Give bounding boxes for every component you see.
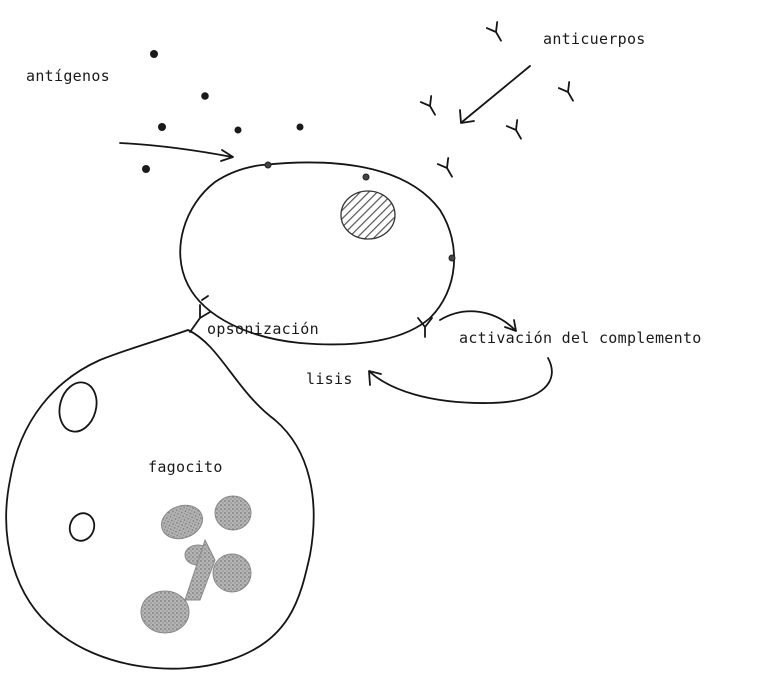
phagocyte-nucleus xyxy=(141,496,251,633)
label-lysis: lisis xyxy=(306,370,353,388)
label-opsonization: opsonización xyxy=(207,320,319,338)
antibody-icon xyxy=(559,82,578,104)
antigen-dot xyxy=(150,50,158,58)
antibody-icon xyxy=(507,120,526,142)
label-antibodies: anticuerpos xyxy=(543,30,646,48)
bound-antibody-icon xyxy=(418,318,432,337)
antibody-arrow-icon xyxy=(460,66,530,123)
label-phagocyte: fagocito xyxy=(148,458,223,476)
label-antigens: antígenos xyxy=(26,67,110,85)
phagocyte-vacuole-large xyxy=(54,378,102,436)
antigen-dot xyxy=(158,123,166,131)
antibody-icon xyxy=(438,158,457,180)
antigen-arrow-icon xyxy=(120,143,233,161)
antigen-dot xyxy=(235,127,242,134)
target-cell-membrane xyxy=(180,162,454,344)
surface-antigen-dot xyxy=(449,255,455,261)
antigen-dot xyxy=(142,165,150,173)
phagocyte-vacuole-small xyxy=(66,510,98,545)
antibody-icon xyxy=(421,96,440,118)
surface-antigen-dot xyxy=(265,162,271,168)
antigen-dot xyxy=(297,124,304,131)
antigen-dot xyxy=(201,92,209,100)
lysis-arrow-icon xyxy=(369,358,552,403)
surface-antigen-dot xyxy=(363,174,369,180)
label-complement-activation: activación del complemento xyxy=(459,329,702,347)
target-cell-nucleus xyxy=(341,191,395,239)
antibody-icon xyxy=(487,22,506,44)
